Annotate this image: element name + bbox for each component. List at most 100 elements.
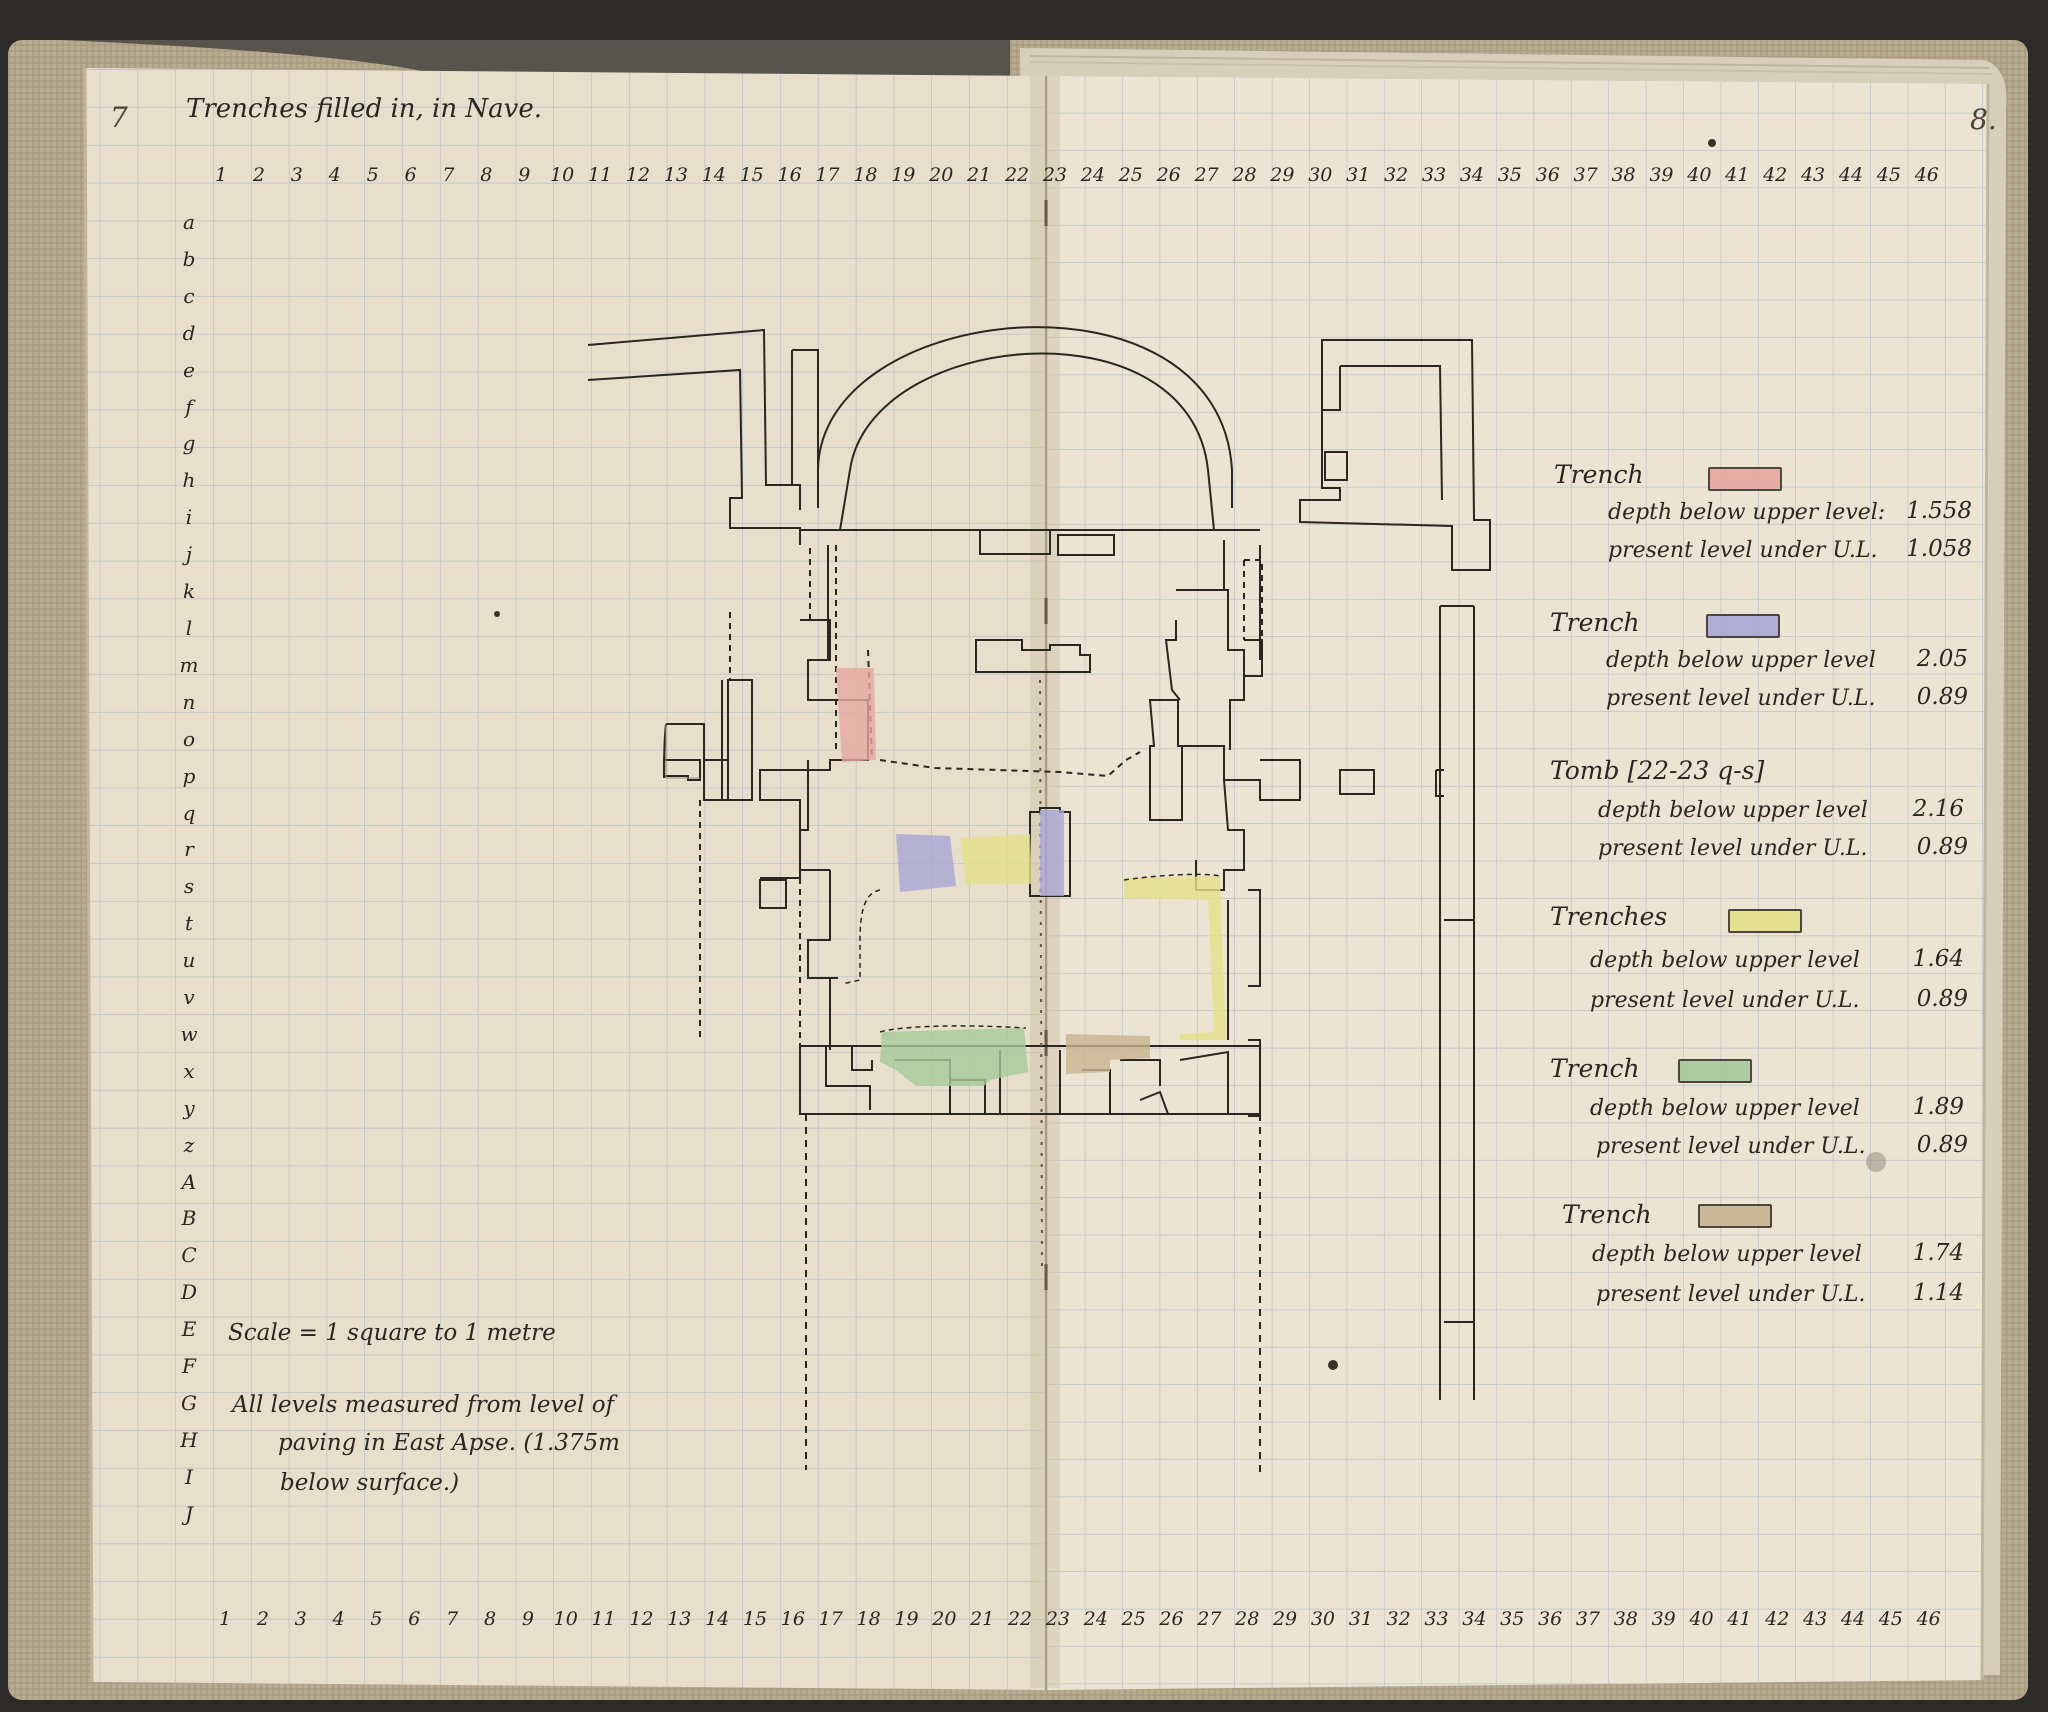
south-pier — [1148, 699, 1183, 821]
column-number: 34 — [1459, 164, 1484, 186]
trench-green — [880, 1028, 1028, 1086]
row-letter: q — [182, 800, 196, 825]
row-letter: g — [182, 431, 196, 456]
legend-level-value: 0.89 — [1916, 834, 1968, 860]
column-number: 40 — [1687, 164, 1712, 186]
column-number: 4 — [332, 1608, 345, 1630]
legend-level-label: present level under U.L. — [1596, 1134, 1866, 1159]
legend-swatch — [1708, 467, 1782, 491]
row-letter: s — [183, 874, 195, 899]
column-number: 21 — [970, 1608, 995, 1630]
row-letter: H — [180, 1427, 198, 1452]
column-number: 39 — [1649, 164, 1674, 186]
column-number: 42 — [1763, 164, 1788, 186]
row-letter: u — [182, 948, 196, 973]
column-number: 3 — [290, 164, 303, 186]
legend-depth-label: depth below upper level — [1590, 1096, 1860, 1121]
column-number: 23 — [1042, 164, 1068, 186]
column-number: 6 — [404, 164, 417, 186]
legend-level-value: 0.89 — [1916, 986, 1968, 1012]
column-number: 38 — [1611, 164, 1636, 186]
column-number: 5 — [366, 164, 379, 186]
column-number: 6 — [408, 1608, 421, 1630]
column-number: 20 — [932, 1608, 957, 1630]
legend-heading: Trench — [1550, 1054, 1640, 1083]
south-column-base — [1339, 769, 1375, 795]
legend-heading: Trenches — [1550, 902, 1668, 931]
row-letter: v — [183, 985, 195, 1010]
row-letter: f — [185, 394, 193, 419]
column-number: 15 — [742, 1608, 768, 1630]
row-letter: a — [183, 210, 195, 234]
legend-swatch — [1678, 1059, 1752, 1083]
right-page-number: 8. — [1970, 103, 1997, 136]
column-number: 26 — [1156, 164, 1181, 186]
column-number: 5 — [370, 1608, 383, 1630]
row-letter: z — [183, 1132, 195, 1157]
column-number: 18 — [856, 1608, 881, 1630]
column-number: 24 — [1083, 1608, 1108, 1630]
legend-depth-value: 1.64 — [1912, 946, 1964, 972]
legend-heading: Trench — [1554, 460, 1644, 489]
row-letter: e — [183, 357, 195, 382]
row-letter: p — [182, 763, 196, 788]
trench-tan — [1066, 1034, 1150, 1074]
column-number: 27 — [1194, 164, 1219, 186]
column-number: 13 — [663, 164, 688, 186]
row-letter: c — [183, 283, 195, 308]
column-number: 41 — [1727, 1608, 1752, 1630]
column-number: 12 — [625, 164, 651, 186]
row-letter: j — [185, 542, 193, 567]
column-number: 31 — [1348, 1608, 1373, 1630]
column-number: 45 — [1878, 1608, 1903, 1630]
row-letter: I — [185, 1464, 193, 1489]
altar-step-left — [979, 529, 1051, 555]
column-number: 3 — [294, 1608, 307, 1630]
column-number: 24 — [1080, 164, 1105, 186]
row-letter: w — [180, 1021, 198, 1046]
legend-swatch — [1728, 909, 1802, 933]
apse-outer-wall — [817, 326, 1233, 508]
tomb-fill — [1040, 810, 1064, 896]
column-number: 28 — [1235, 1608, 1260, 1630]
legend-level-value: 1.058 — [1906, 536, 1972, 562]
altar-base — [975, 639, 1091, 673]
column-number: 16 — [777, 164, 802, 186]
column-number: 43 — [1800, 164, 1826, 186]
column-number: 16 — [780, 1608, 805, 1630]
row-letter: t — [184, 911, 194, 936]
legend-depth-value: 1.74 — [1912, 1240, 1964, 1266]
column-number: 27 — [1197, 1608, 1222, 1630]
levels-note-line-1: All levels measured from level of — [232, 1392, 615, 1418]
column-number: 45 — [1876, 164, 1901, 186]
legend-depth-label: depth below upper level — [1598, 798, 1868, 823]
trench-blue — [896, 834, 956, 892]
left-page-number: 7 — [110, 101, 128, 134]
row-letter: C — [181, 1243, 197, 1268]
column-number: 15 — [739, 164, 764, 186]
column-number: 30 — [1308, 164, 1333, 186]
row-letter: y — [183, 1095, 195, 1120]
column-number: 1 — [218, 1608, 232, 1630]
column-number: 36 — [1537, 1608, 1563, 1630]
row-letter: l — [185, 615, 193, 640]
column-number: 7 — [442, 164, 455, 186]
column-number: 34 — [1462, 1608, 1487, 1630]
column-number: 35 — [1500, 1608, 1525, 1630]
column-number: 38 — [1613, 1608, 1638, 1630]
legend-heading: Tomb [22-23 q-s] — [1550, 756, 1765, 785]
column-number: 4 — [328, 164, 341, 186]
row-letter: x — [183, 1058, 195, 1083]
column-number: 44 — [1840, 1608, 1866, 1630]
column-number: 21 — [967, 164, 992, 186]
legend-level-label: present level under U.L. — [1606, 686, 1876, 711]
legend-heading: Trench — [1562, 1200, 1652, 1229]
column-number: 30 — [1310, 1608, 1336, 1630]
column-number: 18 — [853, 164, 878, 186]
column-number: 11 — [587, 164, 613, 186]
legend-depth-value: 2.16 — [1912, 796, 1964, 822]
row-letter: m — [179, 652, 199, 677]
column-number: 8 — [483, 1608, 497, 1630]
